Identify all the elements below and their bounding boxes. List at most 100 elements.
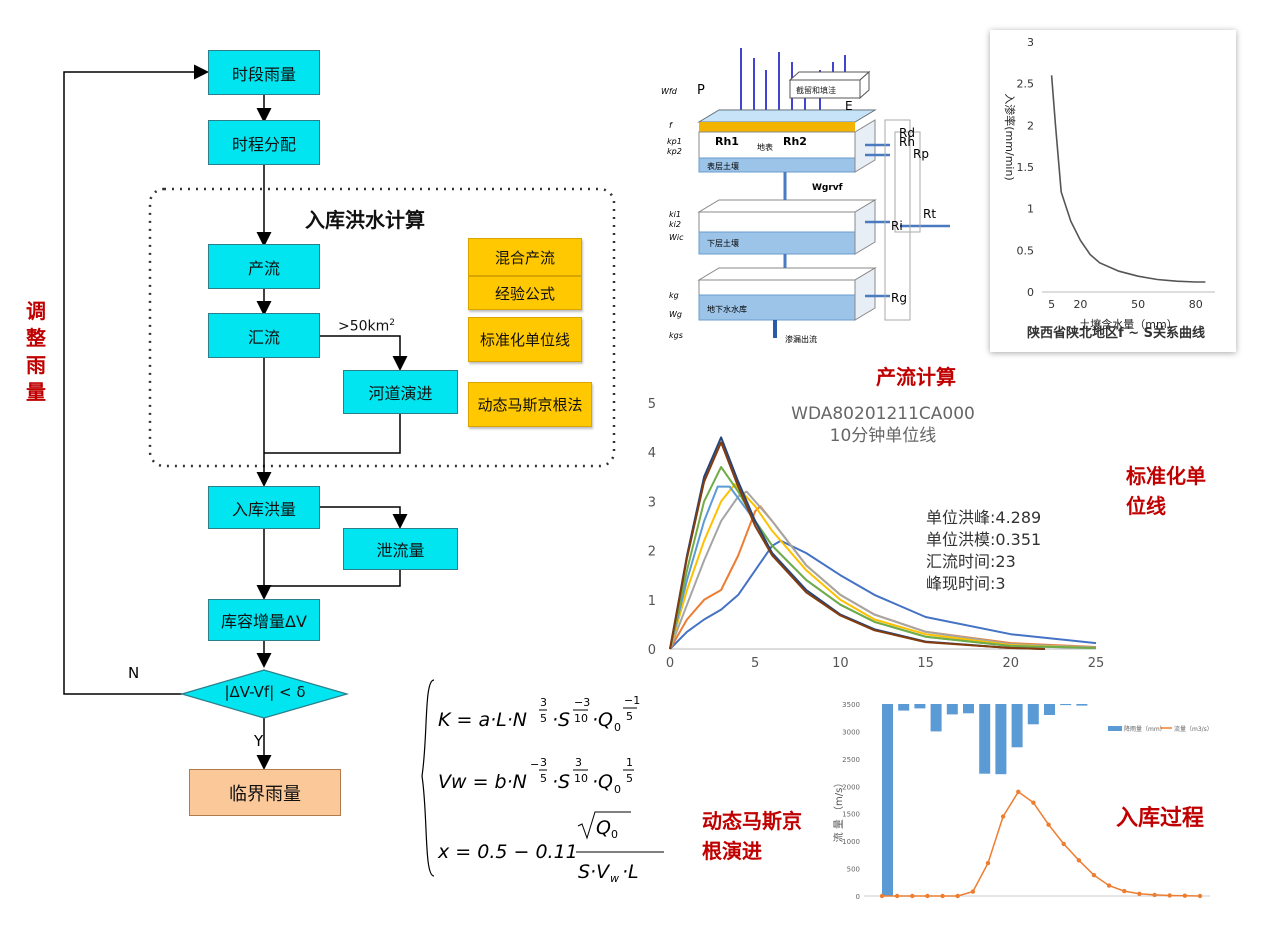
y-axis-label: 流 量 （m/s） xyxy=(832,778,845,843)
svg-text:Ri: Ri xyxy=(891,219,903,233)
stat-text: 峰现时间:3 xyxy=(926,574,1006,593)
series-line-7 xyxy=(669,441,1045,650)
x-axis-label: 土壤含水量（mm） xyxy=(1079,317,1177,331)
stat-text: 单位洪模:0.351 xyxy=(926,530,1041,549)
svg-text:0: 0 xyxy=(614,783,621,796)
rain-bar xyxy=(882,704,893,896)
interception-label: 截留和填洼 xyxy=(796,85,836,95)
series-line-2 xyxy=(669,490,1097,650)
flow-point xyxy=(955,893,960,899)
flowchart-connectors xyxy=(63,64,616,770)
flow-point xyxy=(985,860,991,866)
flow-point xyxy=(1091,873,1097,878)
svg-text:Rh1: Rh1 xyxy=(715,135,739,148)
rain-bar xyxy=(946,704,958,715)
y-tick-label: 3500 xyxy=(842,701,860,709)
svg-text:Wic: Wic xyxy=(669,233,684,242)
node-discharge: 泄流量 xyxy=(343,528,458,570)
svg-text:ki2: ki2 xyxy=(669,220,681,229)
y-axis-label: 入渗率(mm/min) xyxy=(1003,93,1017,180)
flow-point xyxy=(1137,891,1142,896)
flow-point xyxy=(1122,888,1127,894)
svg-text:Q: Q xyxy=(596,817,611,839)
svg-text:地表: 地表 xyxy=(757,142,773,152)
svg-text:下层土壤: 下层土壤 xyxy=(707,238,739,248)
node-storage-increase: 库容增量ΔV xyxy=(208,599,320,641)
label-inflow-process: 入库过程 xyxy=(1116,806,1205,831)
svg-text:0: 0 xyxy=(614,721,621,734)
x-tick-label: 0 xyxy=(666,656,674,670)
y-tick-label: 2 xyxy=(1027,119,1034,132)
node-time-distribution: 时程分配 xyxy=(208,120,320,165)
label-muskingum: 动态马斯京根演进 xyxy=(702,809,802,863)
y-tick-label: 2000 xyxy=(842,783,860,791)
x-tick-label: 5 xyxy=(1048,298,1055,311)
rain-bar xyxy=(930,704,942,732)
legend-rain-swatch xyxy=(1108,726,1122,731)
svg-text:S·V: S·V xyxy=(578,861,611,883)
decision-text: |ΔV-Vf| < δ xyxy=(224,683,306,701)
legend-rain-label: 降雨量（mm） xyxy=(1124,725,1166,733)
svg-text:3: 3 xyxy=(575,756,582,769)
svg-text:f: f xyxy=(669,121,673,130)
x-tick-label: 20 xyxy=(1003,656,1020,670)
y-tick-label: 1.5 xyxy=(1017,161,1035,174)
svg-text:渗漏出流: 渗漏出流 xyxy=(785,334,817,344)
flow-point xyxy=(879,893,885,899)
svg-text:−3: −3 xyxy=(574,696,590,709)
node-period-rain: 时段雨量 xyxy=(208,50,320,95)
svg-text:Rd: Rd xyxy=(899,126,915,140)
flow-point xyxy=(940,893,945,899)
method-mixed-runoff: 混合产流 xyxy=(468,238,582,276)
node-inflow-volume: 入库洪量 xyxy=(208,486,320,529)
flow-point xyxy=(1106,883,1112,888)
series-line-3 xyxy=(669,483,1097,650)
svg-text:3: 3 xyxy=(540,756,547,769)
svg-text:0: 0 xyxy=(611,828,618,841)
x-tick-label: 25 xyxy=(1088,656,1105,670)
svg-text:P: P xyxy=(697,83,705,98)
x-tick-label: 15 xyxy=(917,656,934,670)
flow-point xyxy=(1061,841,1066,847)
svg-text:5: 5 xyxy=(626,772,633,785)
x-tick-label: 50 xyxy=(1131,298,1145,311)
flow-point xyxy=(1016,789,1021,794)
x-tick-label: 80 xyxy=(1189,298,1203,311)
y-tick-label: 0 xyxy=(856,893,860,901)
infiltration-chart-panel xyxy=(990,30,1236,352)
flow-point xyxy=(970,889,976,894)
infiltration-curve xyxy=(1050,75,1206,283)
svg-text:·L: ·L xyxy=(622,861,639,883)
y-tick-label: 1500 xyxy=(842,811,860,819)
flow-point xyxy=(1031,800,1036,805)
svg-text:Wg: Wg xyxy=(669,310,682,319)
svg-text:kp1: kp1 xyxy=(667,137,682,146)
label-runoff-calc: 产流计算 xyxy=(876,365,956,389)
label-unit-hydrograph: 标准化单位线 xyxy=(1126,464,1206,518)
flow-point xyxy=(1197,893,1203,899)
svg-text:5: 5 xyxy=(626,710,633,723)
svg-text:kg: kg xyxy=(669,291,679,300)
svg-text:ki1: ki1 xyxy=(669,210,681,219)
svg-text:Wgrvf: Wgrvf xyxy=(812,183,843,193)
svg-text:kgs: kgs xyxy=(669,331,683,340)
svg-text:Wfd: Wfd xyxy=(661,87,678,96)
y-tick-label: 0 xyxy=(648,643,656,658)
y-tick-label: 3 xyxy=(1027,36,1034,49)
flow-point xyxy=(1182,893,1188,898)
series-line-0 xyxy=(669,539,1097,650)
flow-line xyxy=(882,790,1201,897)
chart-title-line2: 10分钟单位线 xyxy=(830,426,937,446)
loop-label: 调整雨量 xyxy=(26,299,46,404)
flow-point xyxy=(925,893,930,899)
infiltration-caption: 陕西省陕北地区f ~ S关系曲线 xyxy=(1027,326,1205,341)
stat-text: 单位洪峰:4.289 xyxy=(926,508,1041,527)
y-tick-label: 2.5 xyxy=(1017,78,1035,91)
svg-text:−: − xyxy=(530,758,539,771)
flow-point xyxy=(1152,892,1157,898)
series-line-5 xyxy=(669,466,1097,650)
y-tick-label: 3 xyxy=(648,495,656,510)
flow-point xyxy=(910,893,915,899)
node-critical-rain: 临界雨量 xyxy=(189,769,341,816)
y-tick-label: 0.5 xyxy=(1017,244,1035,257)
